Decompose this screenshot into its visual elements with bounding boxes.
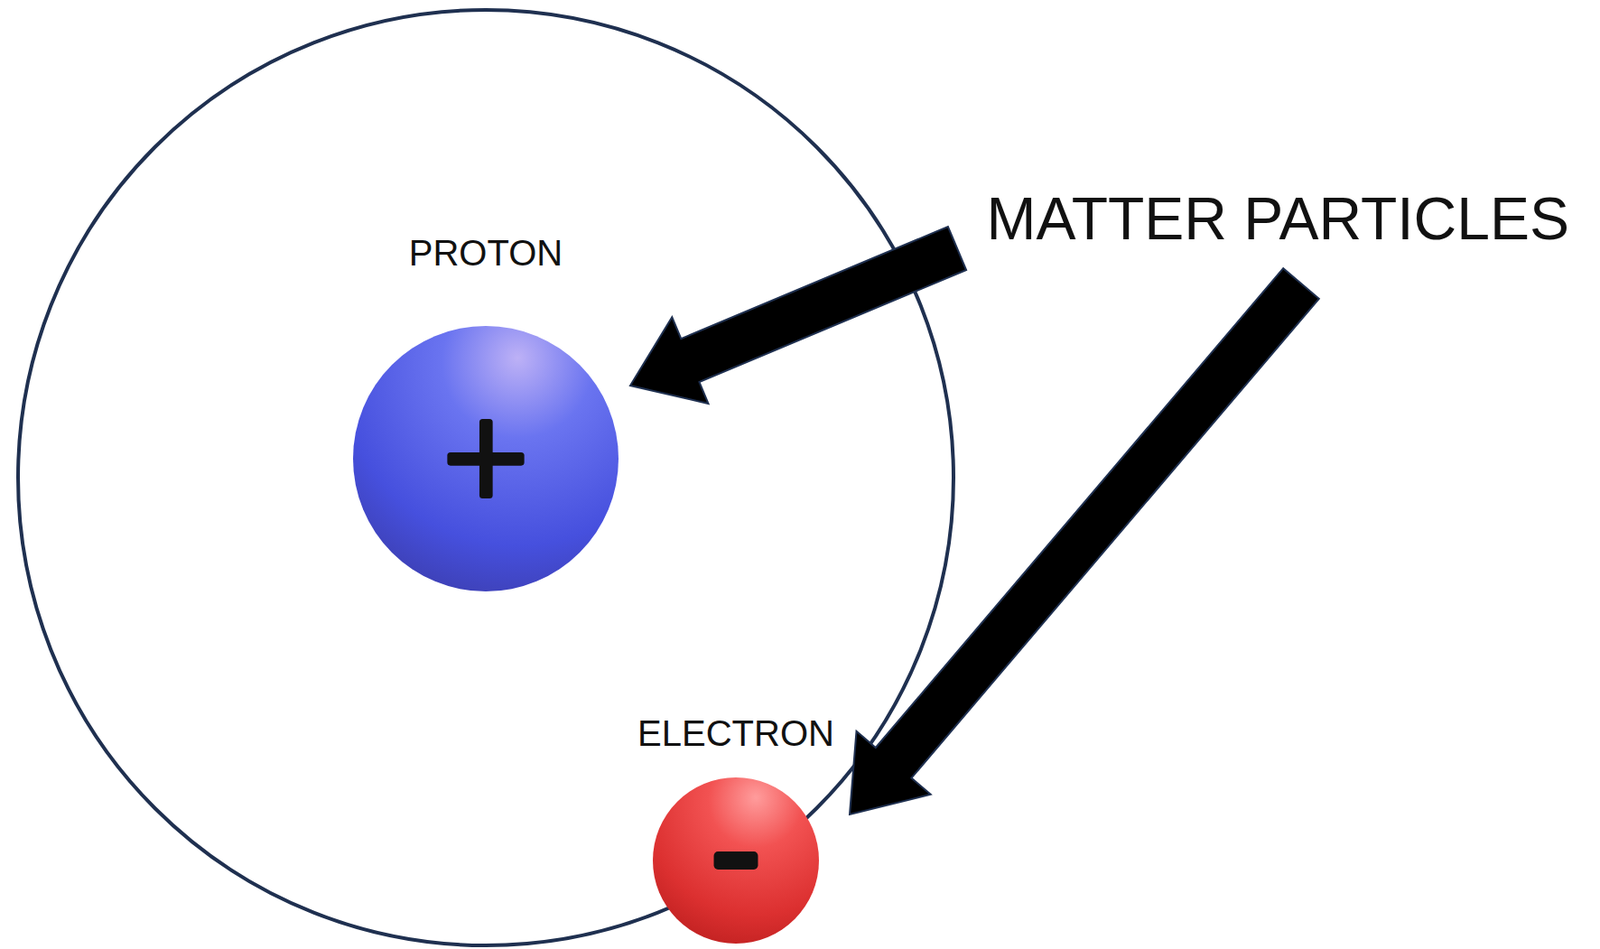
particle-label: PROTON [409,232,563,274]
callout-title: MATTER PARTICLES [986,185,1570,254]
sphere-body [353,325,619,592]
minus-symbol [714,851,759,870]
proton-sphere [353,325,619,592]
electron-sphere: ELECTRON [652,777,819,944]
particle-label: ELECTRON [637,712,835,754]
plus-symbol [479,418,494,499]
proton-sphere: PROTON [353,325,619,592]
pointer-arrow [849,268,1320,815]
pointer-arrow [630,226,967,404]
sphere-body [652,777,819,944]
electron-sphere [652,777,819,944]
orbit-ring [18,9,954,946]
